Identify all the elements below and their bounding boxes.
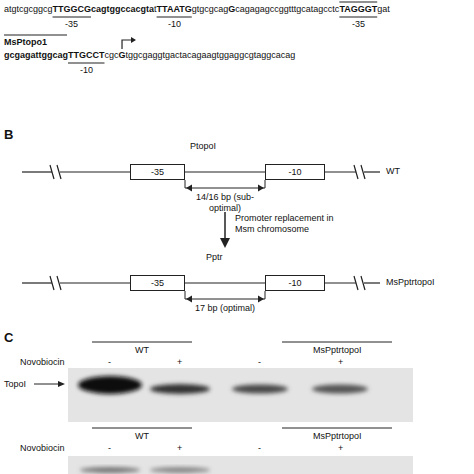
strain-label: MsPptrtopoI [386,277,435,288]
lane-group-label: WT [135,345,149,356]
element-label: -10 [80,65,93,76]
lane-sign: - [258,357,261,368]
spacing-label: 14/16 bp (sub-optimal) [185,192,265,214]
band-label: TopoI [4,379,26,390]
lane-sign: + [177,443,182,454]
lane-sign: - [258,443,261,454]
sequence-segment: G [228,4,235,15]
treatment-label: Novobiocin [20,357,65,368]
arrowhead [186,185,192,192]
promoter-name: PtopoI [190,141,216,152]
panel-letter: B [4,127,13,142]
western-blot [68,456,413,474]
element-label: -35 [65,19,78,30]
element-bar [68,62,105,63]
connector-line [185,291,265,299]
sequence-segment: tggcgaggtgactacagaagtggaggcgtaggcacag [126,50,296,61]
sequence-line: gcgagattggcagTTGCCTcgcGtggcgaggtgactacag… [4,50,295,61]
element-bar [4,34,67,35]
element-box: -35 [130,164,185,180]
spacing-label: 17 bp (optimal) [185,303,265,314]
treatment-label: Novobiocin [20,443,65,454]
arrowhead [258,296,264,303]
arrowhead [186,296,192,303]
box-text: -10 [288,278,301,289]
panel-letter: C [4,330,13,345]
lane-sign: - [108,443,111,454]
box-text: -10 [288,167,301,178]
process-note: Promoter replacement in Msm chromosome [235,213,347,235]
element-label: -10 [168,19,181,30]
sequence-segment: G [119,50,126,61]
sequence-segment: t [154,4,157,15]
sequence-segment: gtgcgcag [192,4,229,15]
sequence-bars [4,2,377,63]
dna-line [22,165,380,290]
element-box: -35 [130,275,185,291]
lane-sign: + [338,357,343,368]
spacing-arrow [185,180,265,192]
sequence-segment: cgc [105,50,119,61]
tss-arrow [122,40,131,49]
sequence-segment: TAGGGT [339,4,377,15]
element-box: -10 [265,164,325,180]
element-bar [157,16,192,17]
element-bar [53,16,92,17]
lane-group-label: MsPptrtopoI [313,431,362,442]
element-box: -10 [265,275,325,291]
tss-arrowhead [131,37,136,43]
sequence-segment: gcgagattggcagTTGCCT [4,50,105,61]
connector-line [185,180,265,188]
promoter-name: Pptr [206,252,223,263]
down-arrow [220,212,230,248]
sequence-segment: TTAATG [157,4,192,15]
sequence-segment: atgtcgcggcg [4,4,53,15]
element-bar [339,1,377,2]
strain-label: WT [386,166,400,177]
band-pointer [34,381,65,387]
lane-sign: + [338,443,343,454]
element-bar [339,16,377,17]
promoter-name: MsPtopo1 [4,37,47,48]
element-label: -35 [352,19,365,30]
spacing-arrow [185,291,265,303]
lane-sign: + [177,357,182,368]
sequence-line: atgtcgcggcgTTGGCGcagtggccacgtatTTAATGgtg… [4,4,390,15]
lane-group-label: MsPptrtopoI [313,345,362,356]
western-blot [68,368,413,422]
lane-sign: - [108,357,111,368]
sequence-segment: TTGGCGcagtggccacgta [53,4,155,15]
sequence-segment: gat [377,4,390,15]
box-text: -35 [151,278,164,289]
sequence-segment: cagagagccggtttgcatagcctc [235,4,339,15]
arrowhead [258,185,264,192]
lane-group-label: WT [135,431,149,442]
box-text: -35 [151,167,164,178]
